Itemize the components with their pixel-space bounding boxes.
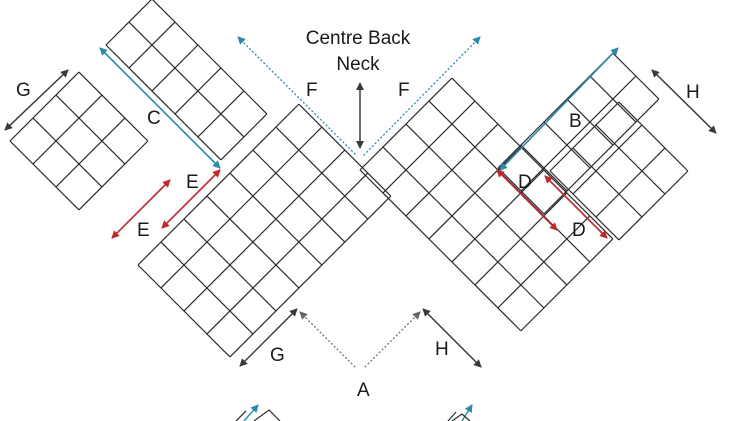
bottom-teal-arrow-left (243, 404, 259, 421)
arrow-f-right (362, 36, 481, 157)
arrow-e-upper (161, 169, 221, 229)
bottom-dark-arrow-right (447, 411, 457, 421)
arrow-h-bottom (422, 308, 482, 368)
label-h-right: H (686, 82, 700, 103)
label-f-right: F (398, 80, 410, 101)
arrow-a-left (299, 311, 357, 369)
bottom-teal-arrow-right (461, 404, 473, 421)
label-c: C (147, 108, 161, 129)
arrow-e-lower (111, 179, 171, 239)
arrow-f-left (237, 36, 358, 157)
bottom-grid-corner-left (253, 409, 281, 421)
label-f-left: F (306, 80, 318, 101)
arrow-h-right (651, 69, 717, 134)
arrow-c (99, 47, 221, 169)
left-shoulder-grid (105, 0, 268, 161)
title-line-1: Centre Back (306, 28, 411, 49)
arrow-d-lower (544, 175, 608, 239)
arrow-g-left (4, 69, 69, 131)
arrow-g-bottom (239, 308, 298, 367)
label-d-upper: D (518, 172, 532, 193)
label-b: B (569, 111, 582, 132)
label-g-bottom: G (270, 345, 285, 366)
bottom-dark-arrow-left (235, 410, 247, 421)
label-e-lower: E (137, 220, 150, 241)
label-d-lower: D (572, 220, 586, 241)
label-e-upper: E (186, 172, 199, 193)
title-line-2: Neck (336, 54, 380, 75)
label-a: A (357, 380, 370, 401)
arrow-b (499, 47, 619, 171)
label-g-left: G (16, 80, 31, 101)
left-body-grid (137, 103, 392, 358)
arrow-a-right (363, 311, 421, 369)
label-h-bottom: H (435, 339, 449, 360)
bottom-grid-corner-right (451, 413, 471, 421)
